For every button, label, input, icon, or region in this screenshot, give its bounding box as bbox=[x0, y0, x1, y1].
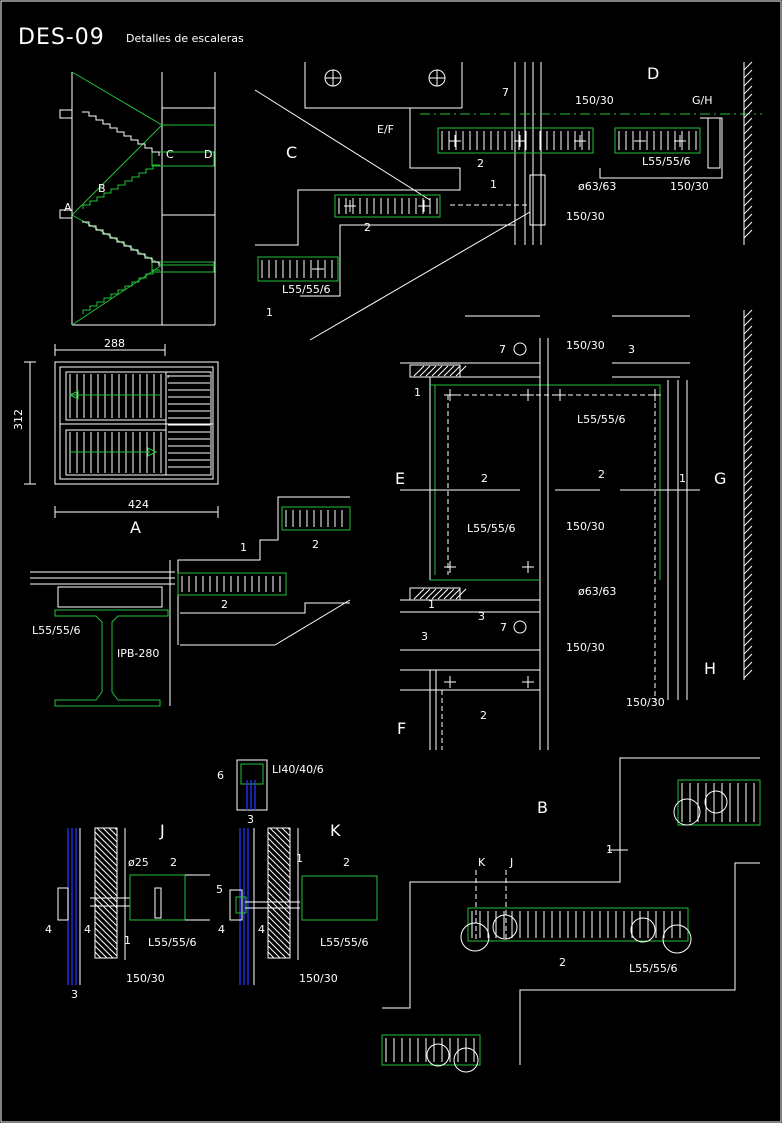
angle-callout-1: L55/55/6 bbox=[642, 155, 691, 168]
angle-callout-5: L55/55/6 bbox=[32, 624, 81, 637]
mark-4-j2: 4 bbox=[84, 923, 91, 936]
mark-2-f: 2 bbox=[480, 709, 487, 722]
mark-1-c: 1 bbox=[266, 306, 273, 319]
mark-1-e: 1 bbox=[414, 386, 421, 399]
angle-callout-6: L55/55/6 bbox=[148, 936, 197, 949]
mark-7-f: 7 bbox=[500, 621, 507, 634]
mark-j-b: J bbox=[509, 856, 513, 869]
angle-callout-3: L55/55/6 bbox=[577, 413, 626, 426]
plate-callout-5: 150/30 bbox=[566, 520, 605, 533]
view-label-b: B bbox=[537, 798, 548, 817]
pin-callout: ø25 bbox=[128, 856, 149, 869]
mark-2-b: 2 bbox=[559, 956, 566, 969]
mark-3-f2: 3 bbox=[421, 630, 428, 643]
elevation-mark-c: C bbox=[166, 148, 174, 161]
tube-callout-1: ø63/63 bbox=[578, 180, 616, 193]
plate-callout-6: 150/30 bbox=[566, 641, 605, 654]
mark-1-k: 1 bbox=[296, 852, 303, 865]
mark-1-g: 1 bbox=[679, 472, 686, 485]
view-label-a: A bbox=[130, 518, 141, 537]
plate-callout-4: 150/30 bbox=[566, 339, 605, 352]
plate-callout-3: 150/30 bbox=[566, 210, 605, 223]
view-label-e: E bbox=[395, 469, 405, 488]
mark-k-b: K bbox=[478, 856, 486, 869]
dim-height: 312 bbox=[12, 409, 25, 430]
mark-2-c: 2 bbox=[364, 221, 371, 234]
section-efgh bbox=[400, 309, 753, 750]
mark-1-f: 1 bbox=[428, 598, 435, 611]
plate-callout-9: 150/30 bbox=[299, 972, 338, 985]
sheet-subtitle: Detalles de escaleras bbox=[126, 32, 244, 45]
mark-2-e1: 2 bbox=[481, 472, 488, 485]
elevation-mark-b: B bbox=[98, 182, 106, 195]
mark-4-k1: 4 bbox=[218, 923, 225, 936]
mark-2-k: 2 bbox=[343, 856, 350, 869]
angle-callout-8: L55/55/6 bbox=[629, 962, 678, 975]
angle-callout-7: L55/55/6 bbox=[320, 936, 369, 949]
mark-2-top: 2 bbox=[477, 157, 484, 170]
angle-callout-4: L55/55/6 bbox=[467, 522, 516, 535]
tube-callout-2: ø63/63 bbox=[578, 585, 616, 598]
view-label-h: H bbox=[704, 659, 716, 678]
view-label-gh: G/H bbox=[692, 94, 713, 107]
mark-3-k: 3 bbox=[247, 813, 254, 826]
channel-callout: LI40/40/6 bbox=[272, 763, 324, 776]
angle-callout-2: L55/55/6 bbox=[282, 283, 331, 296]
detail-c-d bbox=[254, 61, 762, 341]
mark-1-j: 1 bbox=[124, 934, 131, 947]
view-label-d: D bbox=[647, 64, 659, 83]
mark-3-e: 3 bbox=[628, 343, 635, 356]
mark-1-top: 1 bbox=[490, 178, 497, 191]
mark-7-top: 7 bbox=[502, 86, 509, 99]
mark-1-beam: 1 bbox=[240, 541, 247, 554]
stair-plan-a bbox=[24, 344, 219, 518]
view-label-ef: E/F bbox=[377, 123, 394, 136]
mark-3-f1: 3 bbox=[478, 610, 485, 623]
mark-6: 6 bbox=[217, 769, 224, 782]
plate-callout-7: 150/30 bbox=[626, 696, 665, 709]
detail-k bbox=[229, 759, 378, 985]
mark-3-j: 3 bbox=[71, 988, 78, 1001]
dim-bottom-width: 424 bbox=[128, 498, 149, 511]
mark-2-beam2: 2 bbox=[221, 598, 228, 611]
stair-elevation bbox=[59, 71, 216, 326]
beam-detail bbox=[30, 496, 351, 707]
dim-top-width: 288 bbox=[104, 337, 125, 350]
view-label-c: C bbox=[286, 143, 297, 162]
mark-1-b: 1 bbox=[606, 843, 613, 856]
mark-2-j: 2 bbox=[170, 856, 177, 869]
mark-7-e: 7 bbox=[499, 343, 506, 356]
mark-5: 5 bbox=[216, 883, 223, 896]
plate-callout-1: 150/30 bbox=[575, 94, 614, 107]
mark-4-k2: 4 bbox=[258, 923, 265, 936]
plate-callout-8: 150/30 bbox=[126, 972, 165, 985]
view-label-f: F bbox=[397, 719, 406, 738]
elevation-mark-a: A bbox=[64, 201, 72, 214]
plate-callout-2: 150/30 bbox=[670, 180, 709, 193]
mark-2-e2: 2 bbox=[598, 468, 605, 481]
mark-2-beam1: 2 bbox=[312, 538, 319, 551]
view-label-g: G bbox=[714, 469, 726, 488]
detail-b bbox=[381, 757, 761, 1073]
sheet-code: DES-09 bbox=[18, 25, 105, 50]
beam-callout: IPB-280 bbox=[117, 647, 159, 660]
view-label-k: K bbox=[330, 821, 341, 840]
detail-j bbox=[57, 827, 210, 985]
view-label-j: J bbox=[159, 821, 165, 840]
elevation-mark-d: D bbox=[204, 148, 212, 161]
mark-4-j1: 4 bbox=[45, 923, 52, 936]
